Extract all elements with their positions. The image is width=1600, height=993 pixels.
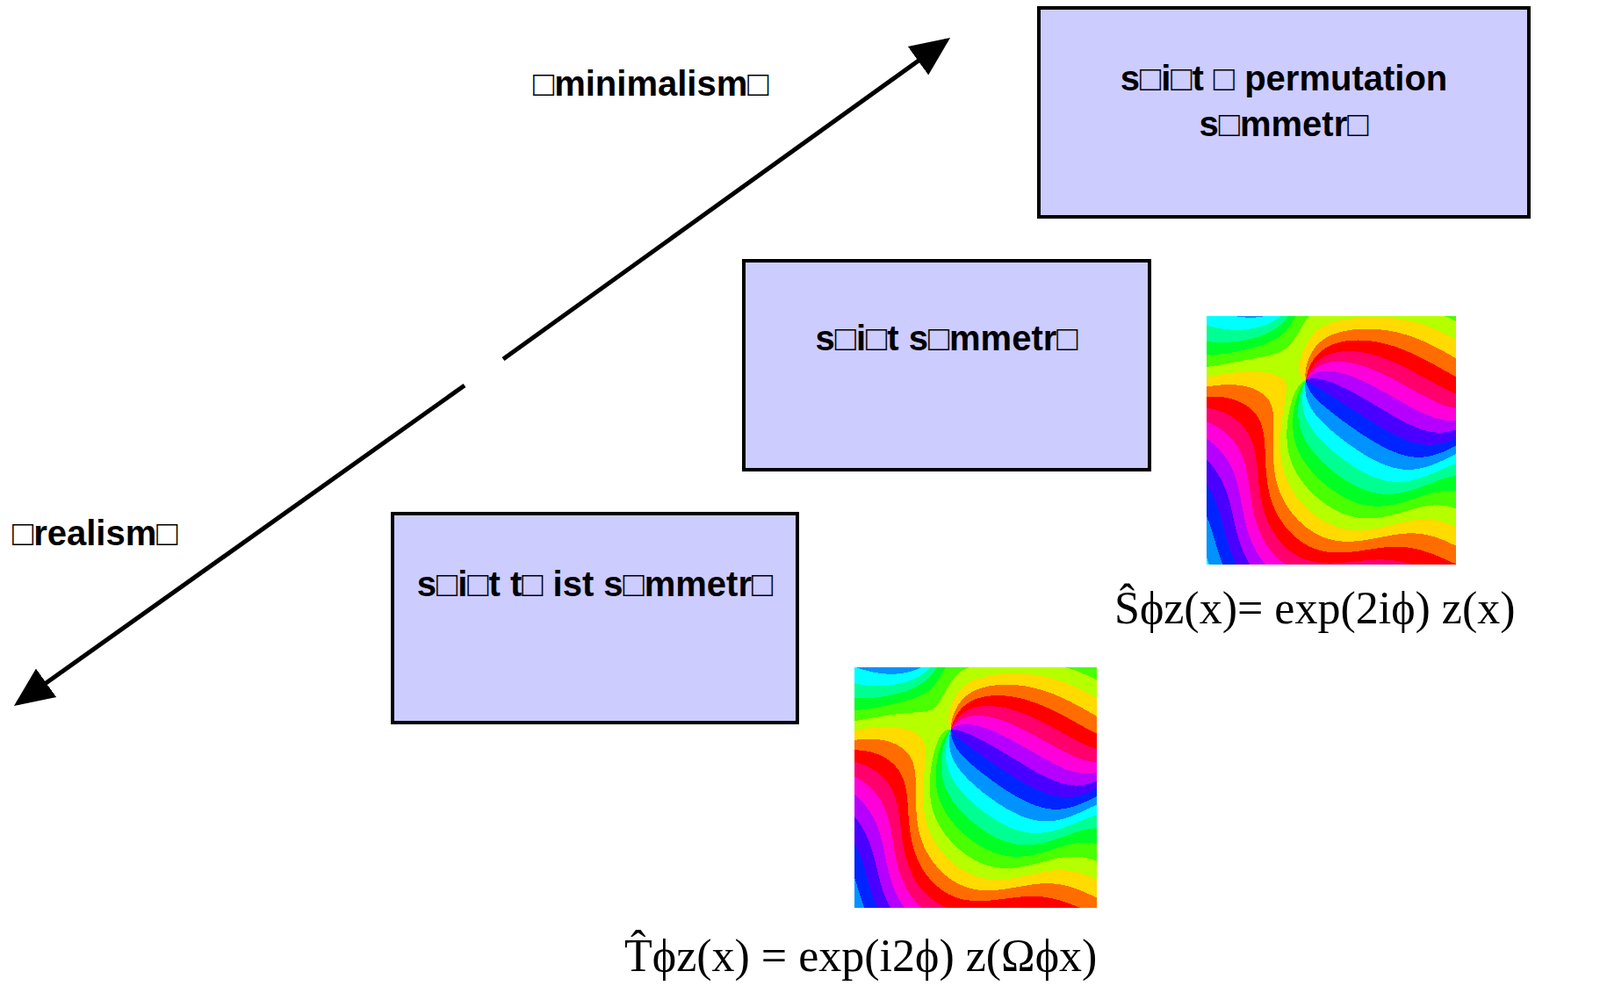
phase-map <box>854 667 1097 909</box>
formula: Ŝϕz(x)= exp(2iϕ) z(x) <box>1114 582 1516 635</box>
box-title: s□i□t □ permutation s□mmetr□ <box>1052 55 1515 147</box>
symmetry-box: s□i□t s□mmetr□ <box>742 259 1152 472</box>
symmetry-box: s□i□t t□ ist s□mmetr□ <box>390 511 800 725</box>
axis-label: □realism□ <box>12 513 178 554</box>
formula: T̂ϕz(x) = exp(i2ϕ) z(Ωϕx) <box>624 929 1097 982</box>
phase-map <box>1206 316 1456 565</box>
box-title: s□i□t t□ ist s□mmetr□ <box>406 561 784 607</box>
symmetry-box: s□i□t □ permutation s□mmetr□ <box>1037 6 1531 219</box>
box-title: s□i□t s□mmetr□ <box>757 315 1136 361</box>
axis-label: □minimalism□ <box>533 64 769 104</box>
